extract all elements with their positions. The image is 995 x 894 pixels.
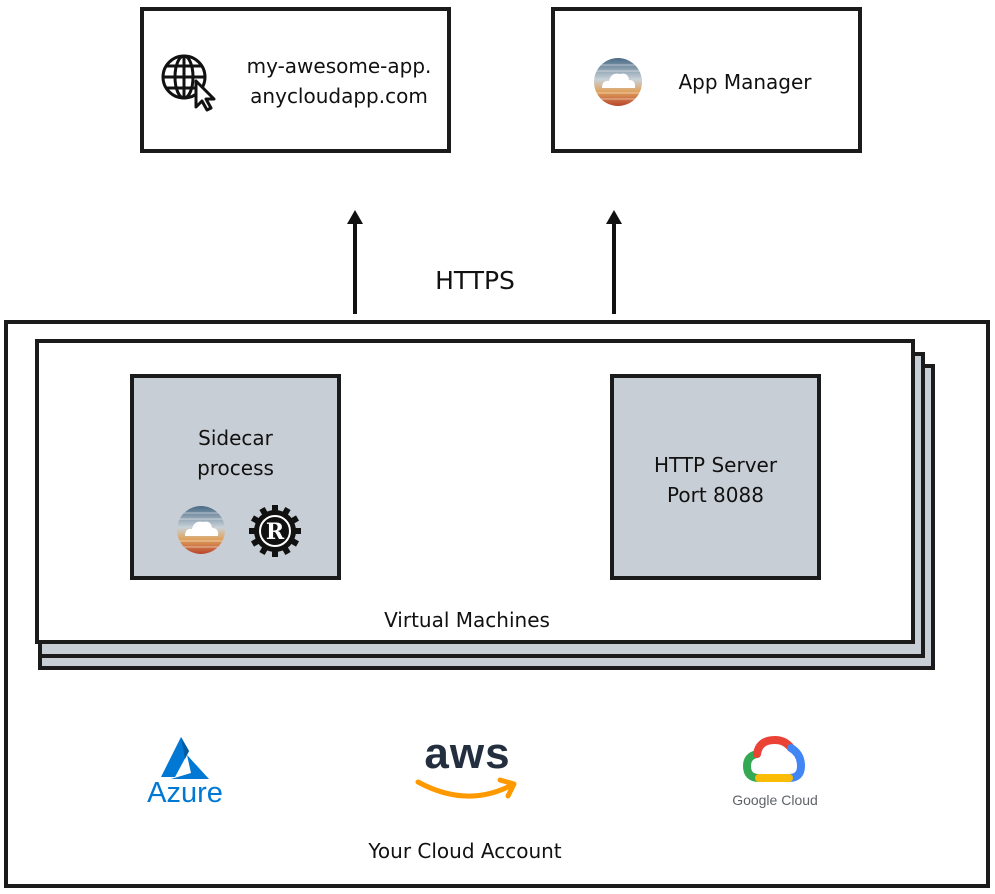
- globe-cursor-icon: [161, 54, 216, 112]
- svg-text:R: R: [266, 519, 285, 545]
- rust-logo-icon: R: [239, 495, 311, 567]
- https-arrow-left: [347, 210, 363, 314]
- sidecar-label-line1: Sidecar: [198, 426, 273, 450]
- http-server-line2: Port 8088: [667, 483, 764, 507]
- anycloud-logo-icon: [594, 58, 642, 106]
- https-label: HTTPS: [435, 266, 515, 295]
- google-cloud-wordmark: Google Cloud: [732, 792, 818, 808]
- website-url-line1: my-awesome-app.: [246, 54, 432, 78]
- app-manager-label: App Manager: [678, 70, 812, 94]
- azure-logo: Azure: [130, 735, 240, 815]
- http-server-line1: HTTP Server: [653, 453, 778, 477]
- azure-icon: [161, 737, 209, 779]
- sidecar-label-line2: process: [197, 456, 274, 480]
- app-manager-box: App Manager: [551, 7, 862, 153]
- azure-wordmark: Azure: [147, 777, 223, 809]
- aws-wordmark: aws: [424, 729, 511, 778]
- website-url-line2: anycloudapp.com: [250, 84, 428, 108]
- https-arrow-right: [606, 210, 622, 314]
- http-server-box: HTTP Server Port 8088: [610, 374, 821, 580]
- website-box: my-awesome-app. anycloudapp.com: [140, 7, 451, 153]
- google-cloud-logo: Google Cloud: [720, 730, 830, 815]
- aws-smile-icon: [415, 777, 517, 799]
- vm-label: Virtual Machines: [384, 608, 550, 632]
- aws-logo: aws: [410, 730, 525, 810]
- google-cloud-icon: [742, 735, 806, 782]
- sidecar-box: Sidecar process: [130, 374, 341, 580]
- cloud-account-label: Your Cloud Account: [368, 839, 562, 863]
- anycloud-logo-icon: [177, 506, 225, 554]
